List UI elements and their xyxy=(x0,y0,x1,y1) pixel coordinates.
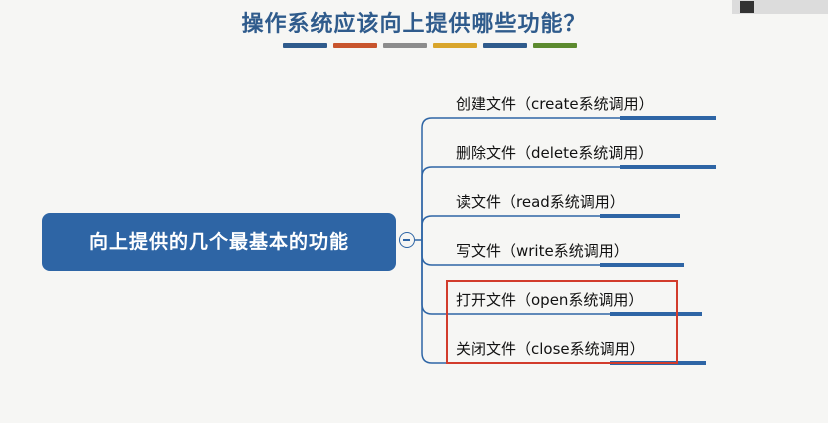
branch-underline xyxy=(620,165,716,169)
collapse-toggle-icon[interactable] xyxy=(399,232,415,248)
branch-node-delete[interactable]: 删除文件（delete系统调用） xyxy=(456,144,654,162)
title-bar-segment xyxy=(533,43,577,48)
branch-underline xyxy=(610,312,702,316)
page-title: 操作系统应该向上提供哪些功能？ xyxy=(241,12,587,37)
branch-node-open[interactable]: 打开文件（open系统调用） xyxy=(456,291,644,309)
branch-connector xyxy=(421,240,706,364)
title-bar-segment xyxy=(383,43,427,48)
branch-underline xyxy=(600,214,680,218)
branch-node-write[interactable]: 写文件（write系统调用） xyxy=(456,242,629,260)
central-node[interactable]: 向上提供的几个最基本的功能 xyxy=(42,213,396,271)
highlight-box xyxy=(446,280,678,364)
branch-connector xyxy=(421,215,680,240)
branch-connector xyxy=(421,117,716,240)
title-bar-segment xyxy=(333,43,377,48)
title-bar-segment xyxy=(483,43,527,48)
title-bar-segment xyxy=(283,43,327,48)
branch-underline xyxy=(620,116,716,120)
branch-underline xyxy=(600,263,684,267)
branch-connector xyxy=(421,166,716,240)
branch-node-create[interactable]: 创建文件（create系统调用） xyxy=(456,95,654,113)
corner-logo xyxy=(732,0,828,14)
title-bar-segment xyxy=(433,43,477,48)
branch-node-close[interactable]: 关闭文件（close系统调用） xyxy=(456,340,645,358)
branch-node-read[interactable]: 读文件（read系统调用） xyxy=(456,193,625,211)
